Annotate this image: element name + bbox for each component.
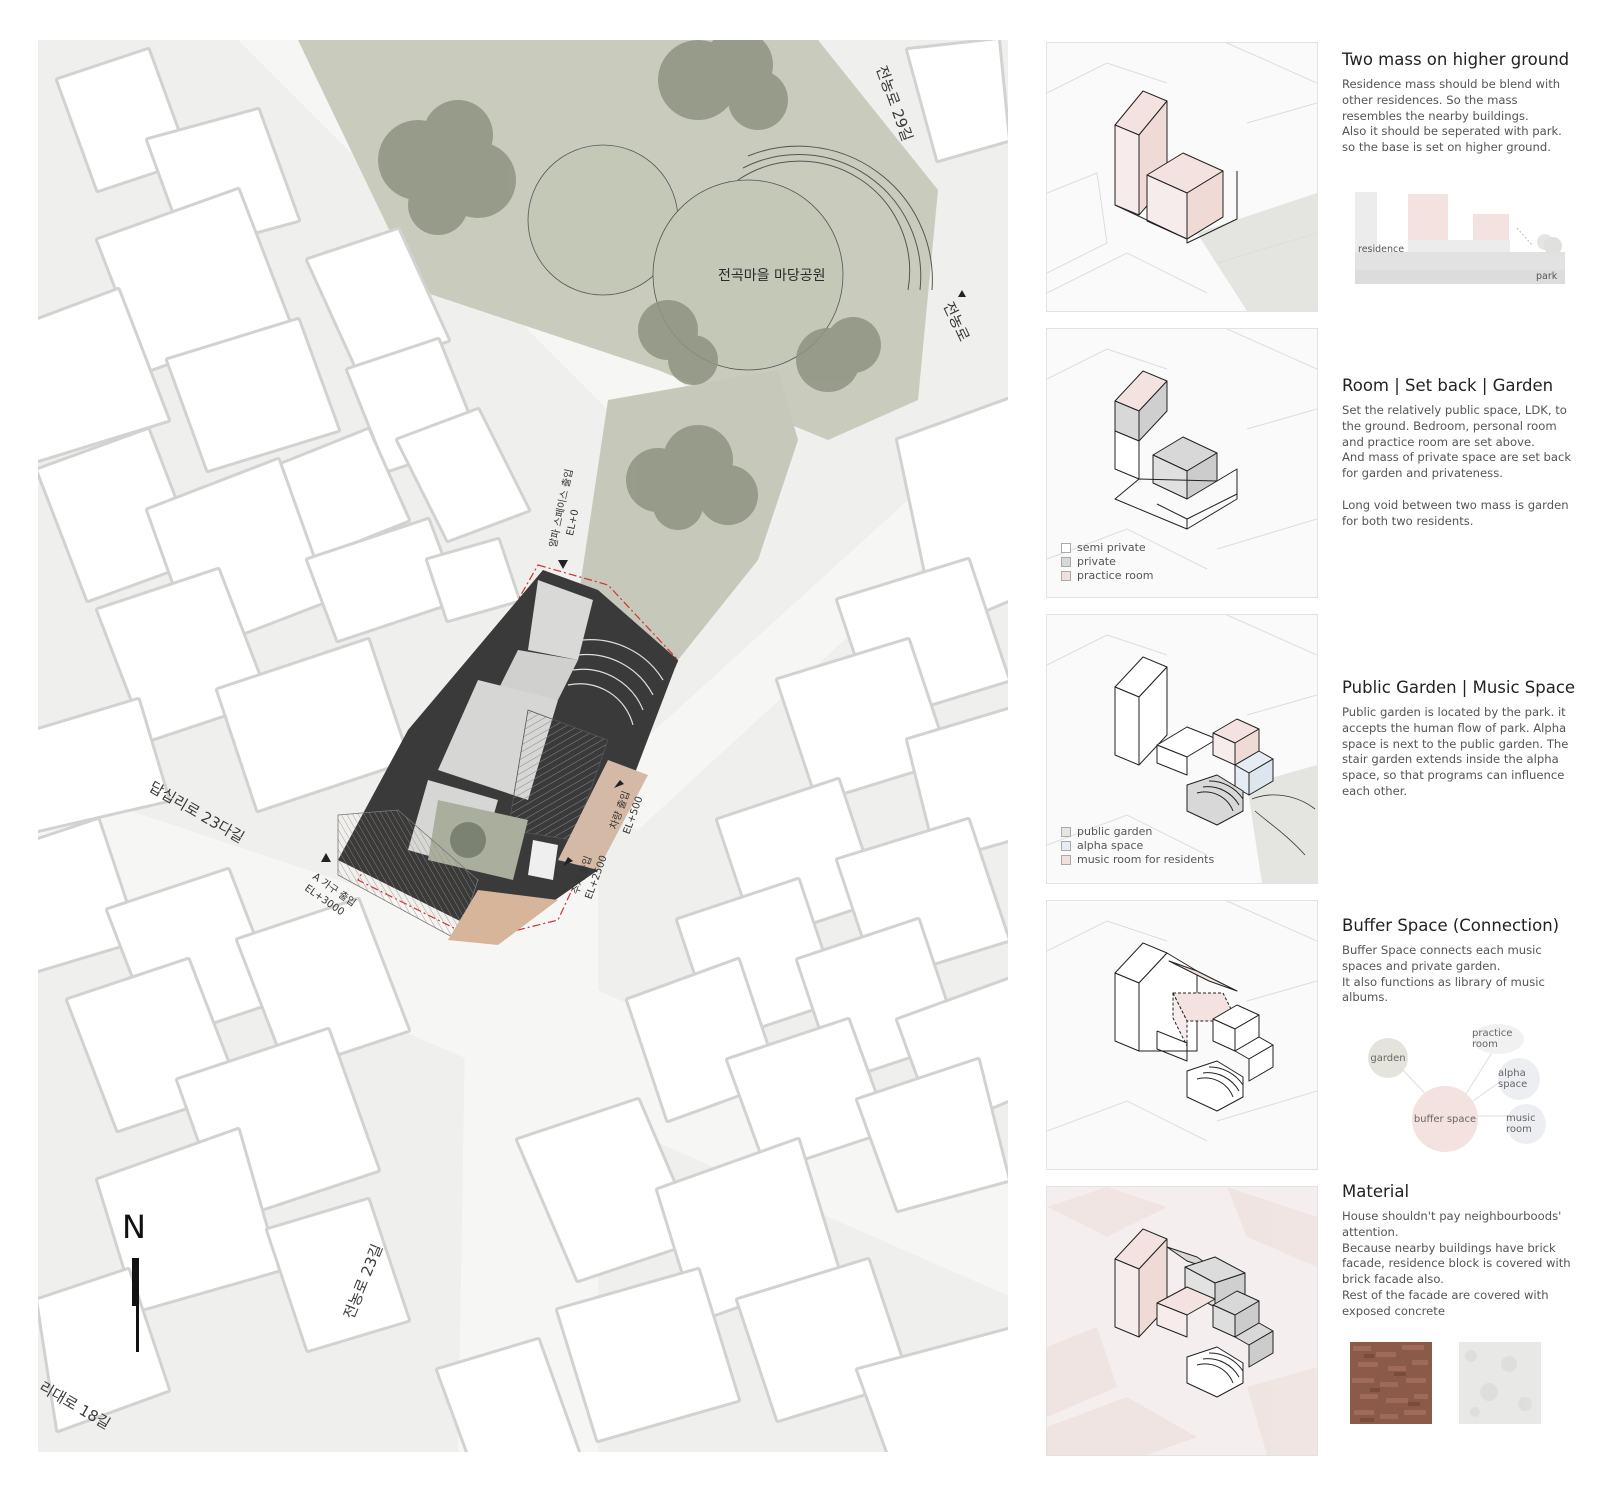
material-swatch-concrete	[1459, 1342, 1541, 1424]
legend-row-music-room: music room for residents	[1061, 853, 1214, 867]
bubble-buffer-space: buffer space	[1412, 1086, 1478, 1152]
bubble-alpha-space: alpha space	[1498, 1058, 1540, 1100]
bubble-garden: garden	[1368, 1038, 1408, 1078]
axon-public-garden-drawing	[1047, 615, 1317, 883]
section-body-two-mass: Residence mass should be blend with othe…	[1342, 77, 1562, 155]
section-body-public-garden: Public garden is located by the park. it…	[1342, 705, 1569, 798]
section-diagram-drawing	[1355, 192, 1565, 284]
axon-room-setback-drawing	[1047, 329, 1317, 570]
site-plan: 전농로 29길 전농로 답십리로 23다길 전농로 23길 리대로 18길 전곡…	[38, 40, 1008, 1452]
material-swatch-brick	[1350, 1342, 1432, 1424]
project-building	[337, 570, 678, 945]
swatch-practice-room	[1061, 571, 1071, 581]
bubble-music-room: music room	[1506, 1104, 1546, 1144]
swatch-alpha-space	[1061, 841, 1071, 851]
section-body-material: House shouldn't pay neighbourboods' atte…	[1342, 1209, 1571, 1318]
axon-panel-room-setback: semi private private practice room	[1046, 328, 1318, 598]
park	[298, 40, 938, 660]
legend-row-public-garden: public garden	[1061, 825, 1214, 839]
park-label: 전곡마을 마당공원	[718, 268, 826, 284]
axon-two-mass-drawing	[1047, 43, 1317, 311]
legend-row-practice-room: practice room	[1061, 569, 1153, 583]
axon-panel-two-mass	[1046, 42, 1318, 312]
swatch-private	[1061, 557, 1071, 567]
section-diagram: residence park	[1355, 192, 1565, 292]
legend-public: public garden alpha space music room for…	[1061, 825, 1214, 867]
section-title-buffer-space: Buffer Space (Connection)	[1342, 916, 1560, 935]
section-title-room-setback: Room | Set back | Garden	[1342, 376, 1554, 395]
axon-panel-public-garden: public garden alpha space music room for…	[1046, 614, 1318, 884]
section-diagram-residence-label: residence	[1358, 244, 1405, 255]
axon-material-drawing	[1047, 1187, 1317, 1455]
section-body-room-setback: Set the relatively public space, LDK, to…	[1342, 403, 1572, 528]
entrance-residence-arrow-icon	[563, 857, 573, 866]
legend-row-private: private	[1061, 555, 1153, 569]
entrance-household-a-arrow-icon	[321, 853, 331, 862]
brick-texture	[1350, 1342, 1432, 1424]
north-arrow: N	[122, 1208, 146, 1352]
north-arrow-label: N	[122, 1208, 146, 1246]
section-room-setback: Room | Set back | Garden Set the relativ…	[1342, 376, 1578, 529]
section-body-buffer-space: Buffer Space connects each music spaces …	[1342, 943, 1545, 1005]
section-public-garden: Public Garden | Music Space Public garde…	[1342, 678, 1578, 800]
bubble-diagram: garden practice room alpha space buffer …	[1360, 1020, 1580, 1152]
east-road-arrow-icon	[958, 290, 966, 297]
entrance-alpha-arrow-icon	[558, 560, 568, 569]
axon-panel-buffer-space	[1046, 900, 1318, 1170]
legend-row-semi-private: semi private	[1061, 541, 1153, 555]
swatch-semi-private	[1061, 543, 1071, 553]
entrance-alpha-el: EL+0	[565, 509, 581, 537]
axon-buffer-space-drawing	[1047, 901, 1317, 1142]
section-title-material: Material	[1342, 1182, 1410, 1201]
surrounding-buildings	[38, 40, 1008, 1452]
section-material: Material House shouldn't pay neighbourbo…	[1342, 1182, 1578, 1320]
site-plan-drawing: 전농로 29길 전농로 답십리로 23다길 전농로 23길 리대로 18길 전곡…	[38, 40, 1008, 1452]
swatch-music-room	[1061, 855, 1071, 865]
legend-privacy: semi private private practice room	[1061, 541, 1153, 583]
swatch-public-garden	[1061, 827, 1071, 837]
bubble-practice-room: practice room	[1472, 1024, 1524, 1054]
section-title-public-garden: Public Garden | Music Space	[1342, 678, 1576, 697]
street-label-east-road: 전농로	[939, 299, 973, 344]
section-two-mass: Two mass on higher ground Residence mass…	[1342, 50, 1578, 156]
section-buffer-space: Buffer Space (Connection) Buffer Space c…	[1342, 916, 1578, 1006]
legend-row-alpha-space: alpha space	[1061, 839, 1214, 853]
concrete-texture	[1459, 1342, 1541, 1424]
section-diagram-park-label: park	[1536, 271, 1558, 282]
entrance-garage-arrow-icon	[614, 780, 624, 788]
axon-panel-material	[1046, 1186, 1318, 1456]
section-title-two-mass: Two mass on higher ground	[1342, 50, 1570, 69]
